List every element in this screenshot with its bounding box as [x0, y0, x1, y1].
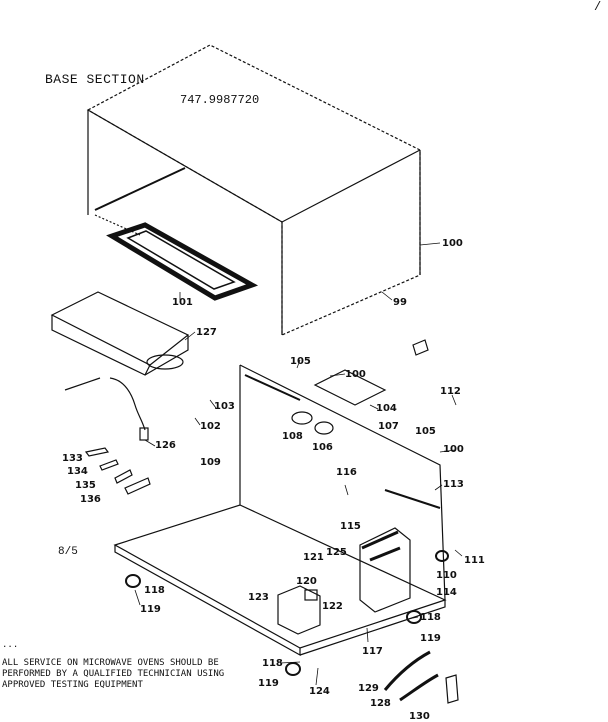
label-125: 125 — [326, 547, 347, 558]
part-135 — [412, 339, 429, 356]
foot-110 — [435, 550, 449, 562]
label-119-front: 119 — [258, 678, 279, 689]
label-133: 135 — [75, 480, 96, 491]
label-134: 136 — [80, 494, 101, 505]
transformer — [359, 527, 411, 613]
section-title: BASE SECTION — [45, 72, 145, 87]
part-136 — [445, 674, 459, 704]
label-119-left: 119 — [140, 604, 161, 615]
label-118-right: 118 — [420, 612, 441, 623]
label-132: 134 — [67, 466, 88, 477]
label-107: 107 — [378, 421, 399, 432]
label-130: 130 — [409, 711, 430, 722]
label-127: 127 — [196, 327, 217, 338]
label-113: 113 — [443, 479, 464, 490]
terminal-set — [84, 447, 151, 495]
label-123: 123 — [248, 592, 269, 603]
fan-motor-assembly — [50, 291, 190, 376]
label-109: 109 — [200, 457, 221, 468]
service-note-line-3: APPROVED TESTING EQUIPMENT — [2, 680, 143, 690]
label-108: 108 — [282, 431, 303, 442]
label-118-front: 118 — [262, 658, 283, 669]
label-131: 133 — [62, 453, 83, 464]
label-119-right: 119 — [420, 633, 441, 644]
label-100: 100 — [442, 238, 463, 249]
label-116: 116 — [336, 467, 357, 478]
service-note-line-1: ALL SERVICE ON MICROWAVE OVENS SHOULD BE — [2, 658, 219, 668]
outer-cabinet — [86, 44, 421, 336]
label-111: 111 — [464, 555, 485, 566]
wire-harness — [383, 650, 439, 702]
label-100-side: 100 — [443, 444, 464, 455]
cylinder-parts — [291, 411, 334, 435]
label-121: 121 — [303, 552, 324, 563]
label-102: 102 — [200, 421, 221, 432]
service-note-line-2: PERFORMED BY A QUALIFIED TECHNICIAN USIN… — [2, 669, 225, 679]
page-marker: 8/5 — [58, 546, 78, 558]
label-115: 115 — [340, 521, 361, 532]
model-number: 747.9987720 — [180, 93, 260, 107]
label-126: 126 — [155, 440, 176, 451]
foot-left — [125, 574, 141, 588]
door-gasket — [106, 222, 259, 301]
label-105-side: 105 — [415, 426, 436, 437]
label-103: 103 — [214, 401, 235, 412]
label-120: 120 — [296, 576, 317, 587]
corner-dots: ... — [2, 640, 19, 650]
label-110: 110 — [436, 570, 457, 581]
label-100-cover: 100 — [345, 369, 366, 380]
leader-lines — [134, 242, 463, 686]
label-104: 104 — [376, 403, 397, 414]
corner-mark: / — [594, 0, 602, 14]
label-124: 124 — [309, 686, 330, 697]
base-pan — [113, 504, 447, 657]
sensor-cord — [64, 377, 149, 441]
foot-right — [406, 610, 422, 624]
label-129: 129 — [358, 683, 379, 694]
label-118-left: 118 — [144, 585, 165, 596]
label-122: 122 — [322, 601, 343, 612]
back-panel — [239, 364, 446, 601]
label-105-top: 105 — [290, 356, 311, 367]
relay-board — [277, 585, 321, 635]
label-106: 106 — [312, 442, 333, 453]
label-112: 112 — [440, 386, 461, 397]
foot-front — [285, 662, 301, 676]
label-117: 117 — [362, 646, 383, 657]
label-128: 128 — [370, 698, 391, 709]
label-99: 99 — [393, 297, 407, 308]
label-114: 114 — [436, 587, 457, 598]
label-101: 101 — [172, 297, 193, 308]
